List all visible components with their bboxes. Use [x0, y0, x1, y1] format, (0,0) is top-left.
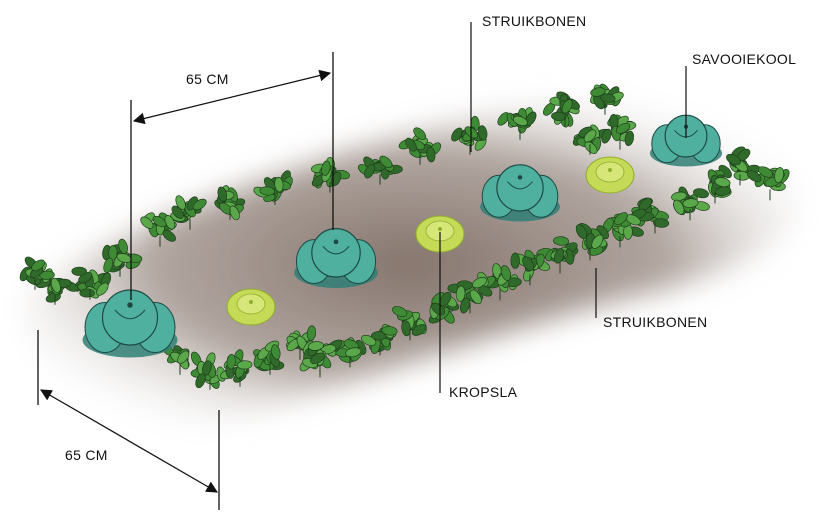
dimension-label-top: 65 CM	[186, 72, 229, 86]
label-struikbonen-right: STRUIKBONEN	[603, 315, 707, 329]
lettuce-icon	[227, 289, 275, 325]
lettuce-icon	[586, 157, 634, 193]
label-kropsla: KROPSLA	[449, 385, 517, 399]
label-savooiekool: SAVOOIEKOOL	[692, 52, 796, 66]
label-struikbonen-top: STRUIKBONEN	[482, 14, 586, 28]
dimension-label-bottom: 65 CM	[65, 448, 108, 462]
dim-top-arrow	[134, 73, 330, 121]
